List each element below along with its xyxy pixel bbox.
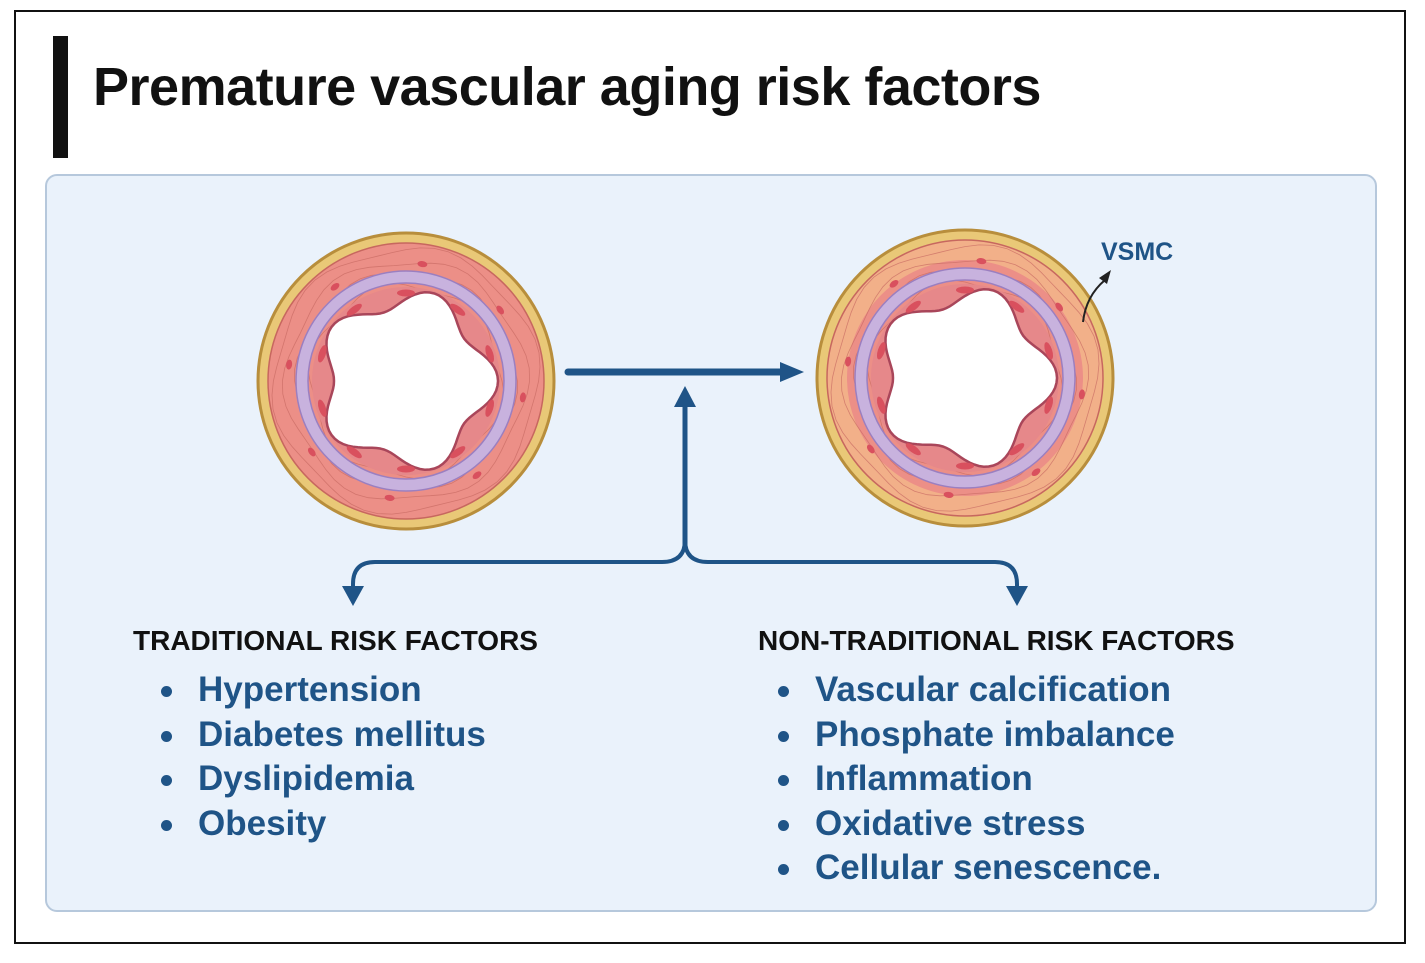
nucleus	[519, 392, 526, 403]
list-item-label: Inflammation	[815, 759, 1033, 798]
list-item-label: Hypertension	[198, 670, 422, 709]
risk-factor-arrow-head	[674, 386, 696, 407]
list-item: Oxidative stress	[778, 803, 1175, 849]
list-item-label: Phosphate imbalance	[815, 714, 1175, 754]
nucleus	[845, 356, 852, 367]
traditional-heading: TRADITIONAL RISK FACTORS	[133, 625, 538, 656]
nucleus	[384, 494, 395, 501]
nucleus	[866, 444, 875, 454]
bullet-icon	[778, 864, 789, 875]
nucleus	[1031, 468, 1041, 477]
vsmc-label: VSMC	[1101, 238, 1174, 266]
bullet-icon	[161, 730, 172, 742]
aged-artery-icon	[815, 228, 1115, 528]
nucleus	[889, 279, 899, 288]
bullet-icon	[778, 686, 789, 697]
flow-arrows	[342, 362, 1028, 606]
list-item: Vascular calcification	[778, 670, 1175, 715]
list-item: Phosphate imbalance	[778, 714, 1175, 760]
page-title: Premature vascular aging risk factors	[93, 57, 1041, 117]
list-item: Dyslipidemia	[161, 759, 486, 804]
elastic-lamina	[855, 268, 1075, 488]
list-item: Obesity	[161, 803, 486, 849]
branch-left-head	[342, 586, 364, 606]
nucleus	[496, 305, 505, 315]
bullet-icon	[161, 686, 172, 697]
nucleus	[1078, 389, 1085, 400]
elastic-lamina	[296, 271, 516, 491]
list-item: Diabetes mellitus	[161, 714, 486, 760]
nucleus	[976, 258, 987, 265]
aging-arrow-head	[780, 362, 804, 382]
bullet-icon	[161, 775, 172, 786]
lumen	[325, 291, 500, 471]
bullet-icon	[778, 819, 789, 831]
nucleus	[307, 447, 316, 457]
list-item-label: Diabetes mellitus	[198, 714, 486, 754]
list-item-label: Vascular calcification	[815, 670, 1172, 709]
list-item: Cellular senescence.	[778, 848, 1175, 893]
list-item-label: Dyslipidemia	[198, 759, 414, 798]
list-item-label: Oxidative stress	[815, 803, 1086, 843]
nucleus	[1055, 302, 1064, 312]
list-item: Inflammation	[778, 759, 1175, 804]
branch-right-line	[683, 538, 1019, 592]
list-item: Hypertension	[161, 670, 486, 715]
vsmc-pointer	[1082, 270, 1111, 323]
nucleus	[330, 282, 340, 291]
healthy-artery-icon	[256, 231, 556, 531]
title-accent-bar	[53, 36, 68, 158]
list-item-label: Cellular senescence.	[815, 848, 1162, 887]
branch-left-line	[351, 538, 687, 592]
bullet-icon	[778, 730, 789, 742]
nucleus	[286, 359, 293, 370]
bullet-icon	[778, 775, 789, 786]
nucleus	[417, 261, 428, 268]
branch-right-head	[1006, 586, 1028, 606]
nucleus	[943, 491, 954, 498]
bullet-icon	[161, 819, 172, 831]
list-item-label: Obesity	[198, 803, 327, 843]
lumen	[884, 288, 1059, 468]
nucleus	[472, 471, 482, 480]
non-traditional-heading: NON-TRADITIONAL RISK FACTORS	[758, 625, 1235, 656]
diagram-panel	[45, 174, 1377, 912]
